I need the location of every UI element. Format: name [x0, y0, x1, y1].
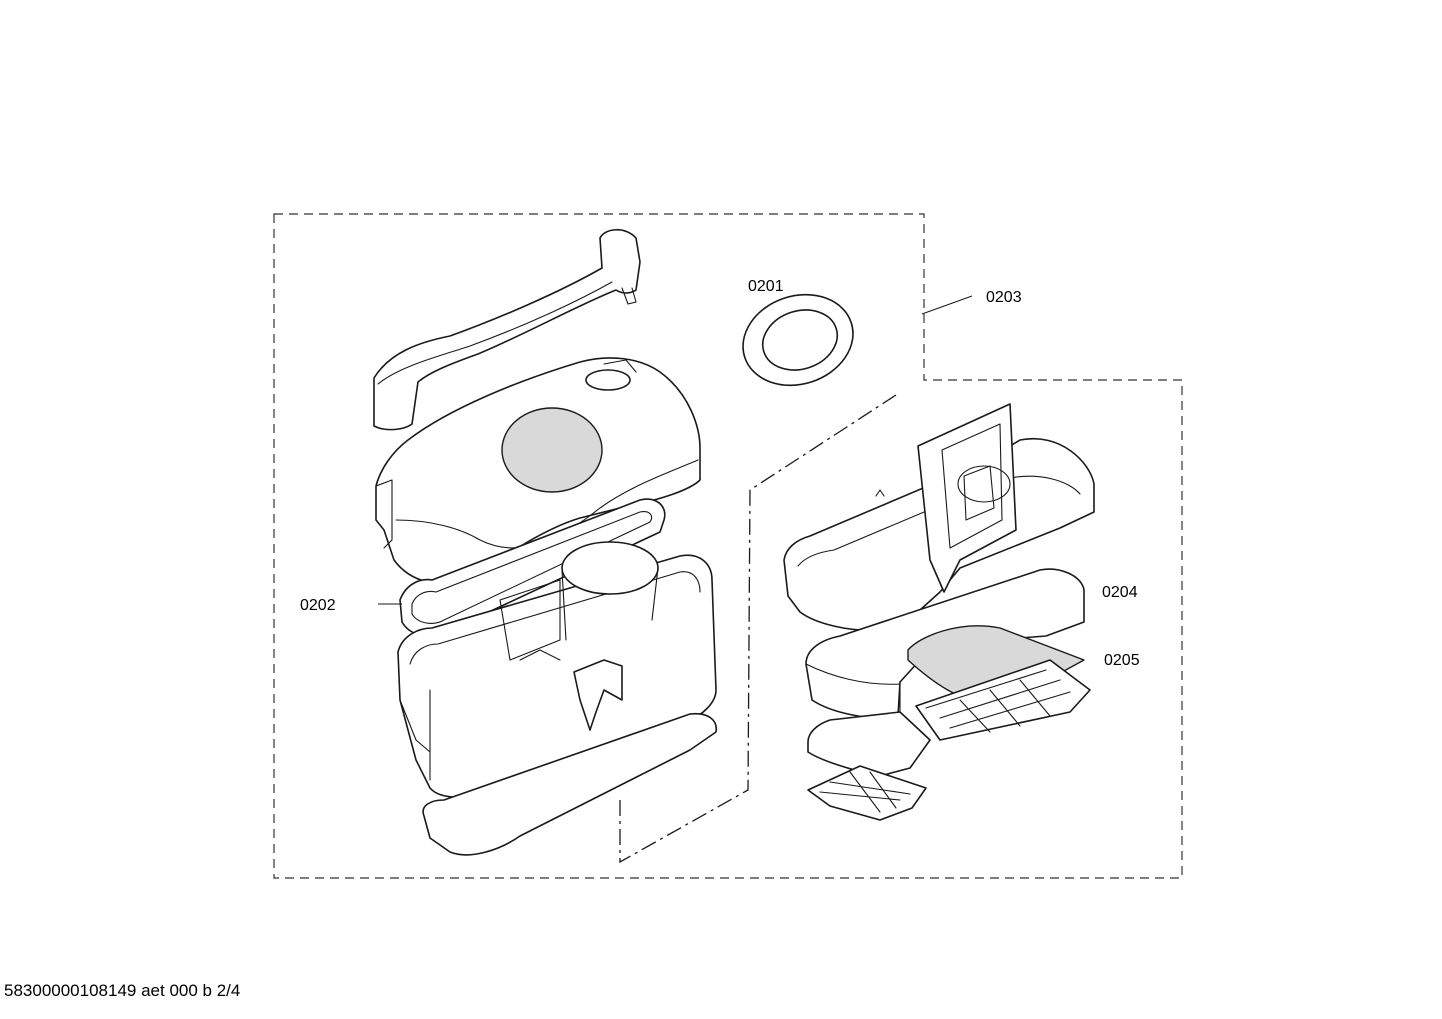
- document-reference-footer: 58300000108149 aet 000 b 2/4: [4, 981, 241, 1000]
- handle-part: [373, 228, 641, 431]
- foam-filter-part: [805, 568, 1085, 719]
- callout-0203: 0203: [986, 289, 1022, 306]
- filter-cover-part: [375, 357, 701, 585]
- filter-frame-part: [783, 403, 1095, 632]
- leader-0203: [921, 295, 973, 315]
- callout-0205: 0205: [1104, 652, 1140, 669]
- separation-line: [619, 394, 897, 864]
- seal-ring-part: [742, 293, 854, 387]
- callout-0202: 0202: [300, 597, 336, 614]
- filter-grille-part: [807, 659, 1091, 821]
- callout-0204: 0204: [1102, 584, 1138, 601]
- base-plate-part: [422, 712, 717, 856]
- callout-0201: 0201: [748, 278, 784, 295]
- assembly-boundary-0203: [273, 213, 1183, 879]
